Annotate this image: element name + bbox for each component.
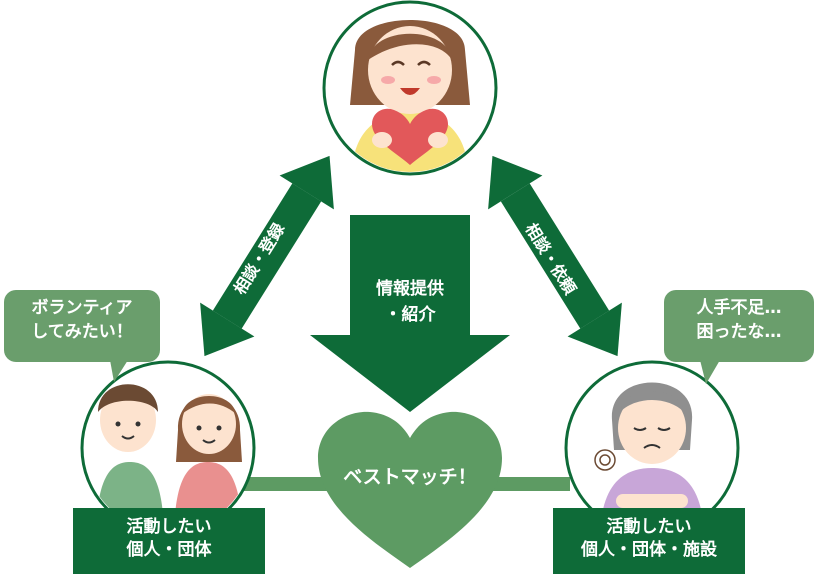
right-bubble-line2: 困ったな… <box>696 322 782 342</box>
center-arrow-label-line1: 情報提供 <box>376 279 444 299</box>
heart-shape <box>318 411 502 568</box>
left-group-box: 活動したい 個人・団体 <box>73 508 265 574</box>
elderly-woman-troubled-icon <box>564 360 740 536</box>
center-arrow-label-line2: ・紹介 <box>384 305 436 325</box>
right-bubble-line1: 人手不足… <box>696 298 782 318</box>
left-bubble-line1: ボランティア <box>31 298 133 318</box>
coordinator-woman-with-heart-icon <box>322 0 498 176</box>
heart-label: ベストマッチ！ <box>343 466 477 488</box>
left-bubble-line2: してみたい！ <box>31 322 133 342</box>
right-speech-bubble: 人手不足… 困ったな… <box>664 290 814 362</box>
right-double-arrow <box>488 155 622 357</box>
left-double-arrow <box>200 155 334 357</box>
right-box-line1: 活動したい <box>606 517 692 537</box>
left-box-line1: 活動したい <box>126 517 212 537</box>
left-box-line2: 個人・団体 <box>126 540 212 560</box>
right-group-box: 活動したい 個人・団体・施設 <box>553 508 745 574</box>
volunteer-couple-icon <box>80 360 256 536</box>
left-bubble-tail <box>110 360 128 382</box>
right-box-line2: 個人・団体・施設 <box>581 540 717 560</box>
center-down-arrow <box>310 215 510 412</box>
right-bubble-tail <box>700 360 720 384</box>
left-speech-bubble: ボランティア してみたい！ <box>4 290 160 362</box>
center-arrow-label: 情報提供 ・紹介 <box>350 276 470 328</box>
